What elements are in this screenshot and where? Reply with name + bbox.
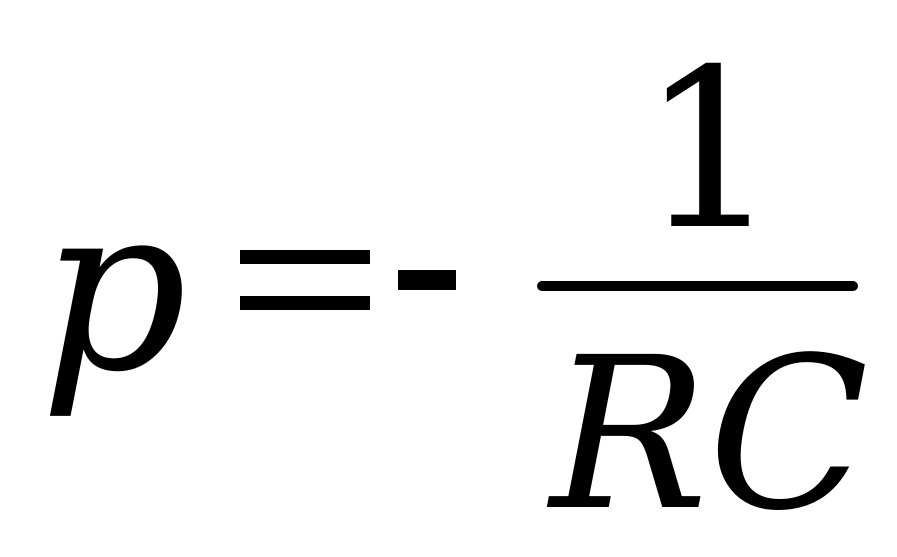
minus-sign: [398, 270, 456, 290]
equals-bottom-stroke: [240, 296, 370, 310]
variable-p: p: [40, 156, 188, 423]
fraction-denominator: RC: [550, 312, 869, 557]
fraction-numerator: 1: [640, 22, 780, 278]
equals-top-stroke: [240, 250, 370, 264]
fraction-bar: [537, 281, 858, 291]
